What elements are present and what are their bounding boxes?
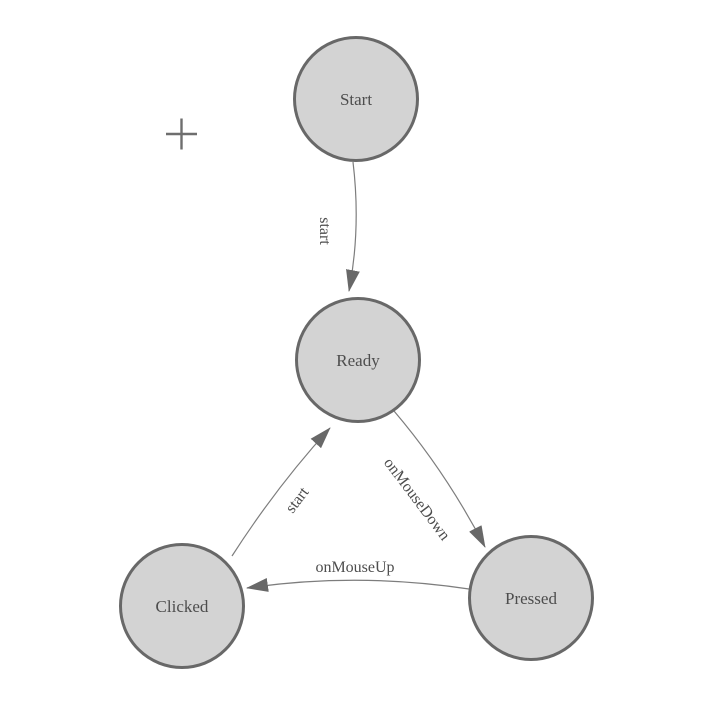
state-label-start: Start	[340, 90, 372, 109]
edge-label-start-top: start	[316, 217, 333, 245]
state-label-ready: Ready	[336, 351, 380, 370]
state-circle-pressed[interactable]	[468, 535, 594, 661]
crosshair-plus-icon	[166, 118, 197, 150]
edge-start-to-ready[interactable]	[346, 161, 360, 292]
edge-pressed-to-clicked[interactable]	[246, 578, 470, 592]
state-node-pressed[interactable]: Pressed	[468, 535, 594, 661]
state-circle-clicked[interactable]	[119, 543, 245, 669]
edge-label-start-bottom: start	[282, 484, 312, 517]
edge-ready-to-pressed[interactable]	[393, 410, 486, 548]
state-circle-ready[interactable]	[295, 297, 421, 423]
state-label-pressed: Pressed	[505, 589, 557, 608]
state-node-start[interactable]: Start	[293, 36, 419, 162]
state-node-ready[interactable]: Ready	[295, 297, 421, 423]
state-label-clicked: Clicked	[156, 597, 209, 616]
edge-label-onmouseup: onMouseUp	[315, 559, 394, 576]
state-circle-start[interactable]	[293, 36, 419, 162]
edge-clicked-to-ready[interactable]	[231, 427, 331, 557]
edges-layer	[231, 161, 486, 592]
state-node-clicked[interactable]: Clicked	[119, 543, 245, 669]
edge-label-onmousedown: onMouseDown	[380, 455, 453, 544]
